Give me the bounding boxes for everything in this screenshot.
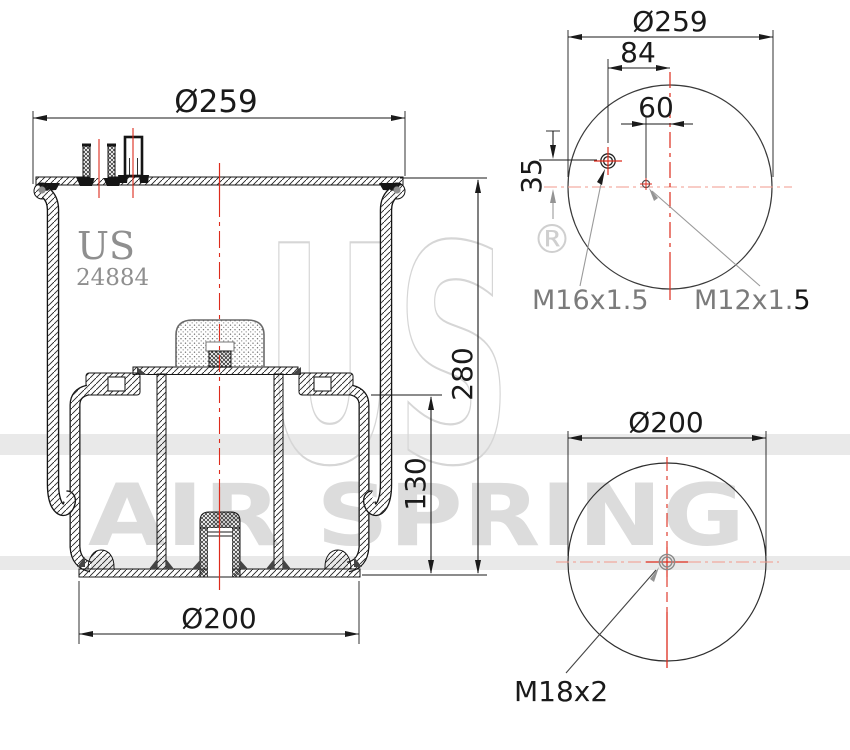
thread-hole: [658, 553, 676, 571]
bead-wire-right: [393, 186, 401, 194]
dim-total-height: 280: [362, 177, 487, 576]
dim-port-vertical-offset: 35: [515, 130, 597, 219]
stud-leader-line: [651, 190, 761, 287]
dim-plate-diameter: Ø259: [567, 5, 774, 177]
air-fitting-port: [82, 139, 116, 198]
flange-hole-left: [107, 376, 126, 392]
top-view: Ø259 84 60 35: [515, 5, 811, 316]
piston-inner-wall-right: [273, 373, 284, 570]
piston-top-plate: [132, 366, 299, 375]
air-fitting-leader-line: [579, 173, 604, 287]
dim-port-spacing: 84: [607, 36, 670, 143]
dim-stud-offset: 60: [621, 91, 693, 179]
thread-label: M18x2: [514, 675, 608, 708]
watermark-airspring-text: AIR SPRING: [88, 466, 745, 566]
side-view: Ø259: [32, 84, 487, 644]
stud-label-main: M12x1.: [694, 285, 793, 316]
dim-base-diameter: Ø200: [567, 406, 767, 556]
dim-piston-height: 130: [371, 394, 442, 574]
brand-us-text: US: [77, 224, 135, 268]
stud-port: [123, 128, 144, 198]
dim-top-diameter-text: Ø259: [174, 84, 258, 120]
watermark-registered-icon: ®: [532, 217, 572, 263]
stud-label: M12x1.5: [694, 285, 811, 316]
dim-stud-offset-text: 60: [638, 91, 674, 124]
part-number-text: 24884: [76, 265, 149, 291]
bead-wire-left: [38, 186, 46, 194]
dim-bottom-diameter-text: Ø200: [181, 602, 256, 635]
air-fitting-hole: [594, 147, 622, 175]
dim-bottom-diameter: Ø200: [78, 581, 360, 644]
stud-label-end: 5: [793, 285, 810, 316]
watermark-band-top: [0, 434, 850, 455]
dim-base-diameter-text: Ø200: [628, 406, 703, 439]
dim-plate-diameter-text: Ø259: [632, 5, 707, 38]
brand-marking: US 24884: [76, 224, 149, 291]
dim-total-height-text: 280: [446, 347, 479, 400]
dim-top-diameter: Ø259: [32, 84, 406, 184]
dim-port-spacing-text: 84: [620, 36, 656, 69]
dim-piston-height-text: 130: [399, 457, 432, 510]
dim-port-vertical-offset-text: 35: [515, 158, 548, 194]
flange-hole-right: [313, 376, 332, 392]
air-fitting-label: M16x1.5: [532, 285, 649, 316]
stud-hole: [640, 178, 652, 190]
piston-inner-wall-left: [156, 373, 167, 570]
thread-leader-line: [565, 569, 657, 674]
bottom-view: Ø200 M18x2: [514, 406, 779, 708]
